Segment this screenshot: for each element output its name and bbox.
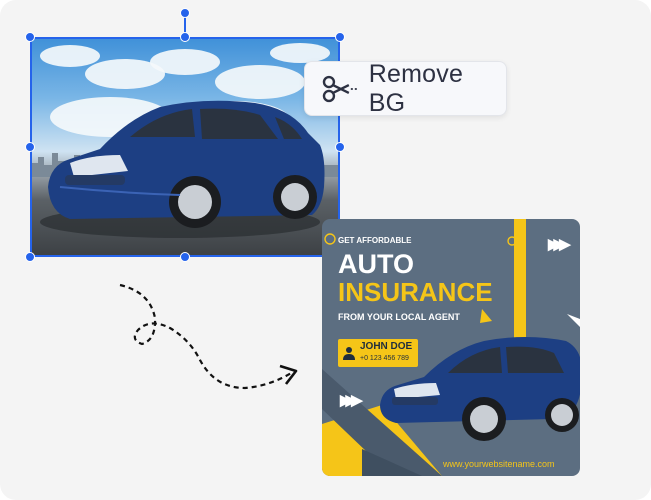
chevrons-icon: ▶▶▶ xyxy=(340,392,362,409)
selection-border xyxy=(30,37,340,257)
resize-handle-bottom-left[interactable] xyxy=(25,252,35,262)
cloud xyxy=(40,45,100,67)
rotation-line xyxy=(184,12,186,37)
chevrons-icon: ▶▶▶ xyxy=(548,236,570,253)
poster-subtitle: FROM YOUR LOCAL AGENT xyxy=(338,312,460,322)
resize-handle-right[interactable] xyxy=(335,142,345,152)
remove-bg-button[interactable]: Remove BG xyxy=(304,59,507,117)
dashed-arrow xyxy=(119,283,298,390)
poster-kicker: GET AFFORDABLE xyxy=(338,236,412,245)
cloud xyxy=(270,43,330,63)
agent-name: JOHN DOE xyxy=(360,341,413,352)
poster-title-line2: INSURANCE xyxy=(338,277,493,307)
resize-handle-top-right[interactable] xyxy=(335,32,345,42)
cloud xyxy=(215,65,305,99)
poster-website: www.yourwebsitename.com xyxy=(443,459,555,469)
scissors-icon xyxy=(322,75,359,102)
poster-title-line1: AUTO xyxy=(338,249,415,279)
source-car-photo[interactable] xyxy=(30,37,340,257)
car-image xyxy=(40,100,325,238)
resize-handle-bottom[interactable] xyxy=(180,252,190,262)
auto-insurance-poster[interactable]: GET AFFORDABLE AUTO INSURANCE FROM YOUR … xyxy=(322,219,580,476)
agent-badge: JOHN DOE +0 123 456 789 xyxy=(338,339,418,367)
resize-handle-top-left[interactable] xyxy=(25,32,35,42)
agent-phone: +0 123 456 789 xyxy=(360,355,409,362)
rotate-handle[interactable] xyxy=(180,8,190,18)
cloud xyxy=(150,49,220,75)
cutout-car-image xyxy=(380,337,580,441)
resize-handle-top[interactable] xyxy=(180,32,190,42)
resize-handle-left[interactable] xyxy=(25,142,35,152)
remove-bg-label: Remove BG xyxy=(368,59,464,117)
person-icon xyxy=(343,347,355,360)
poster-decor xyxy=(322,219,580,476)
